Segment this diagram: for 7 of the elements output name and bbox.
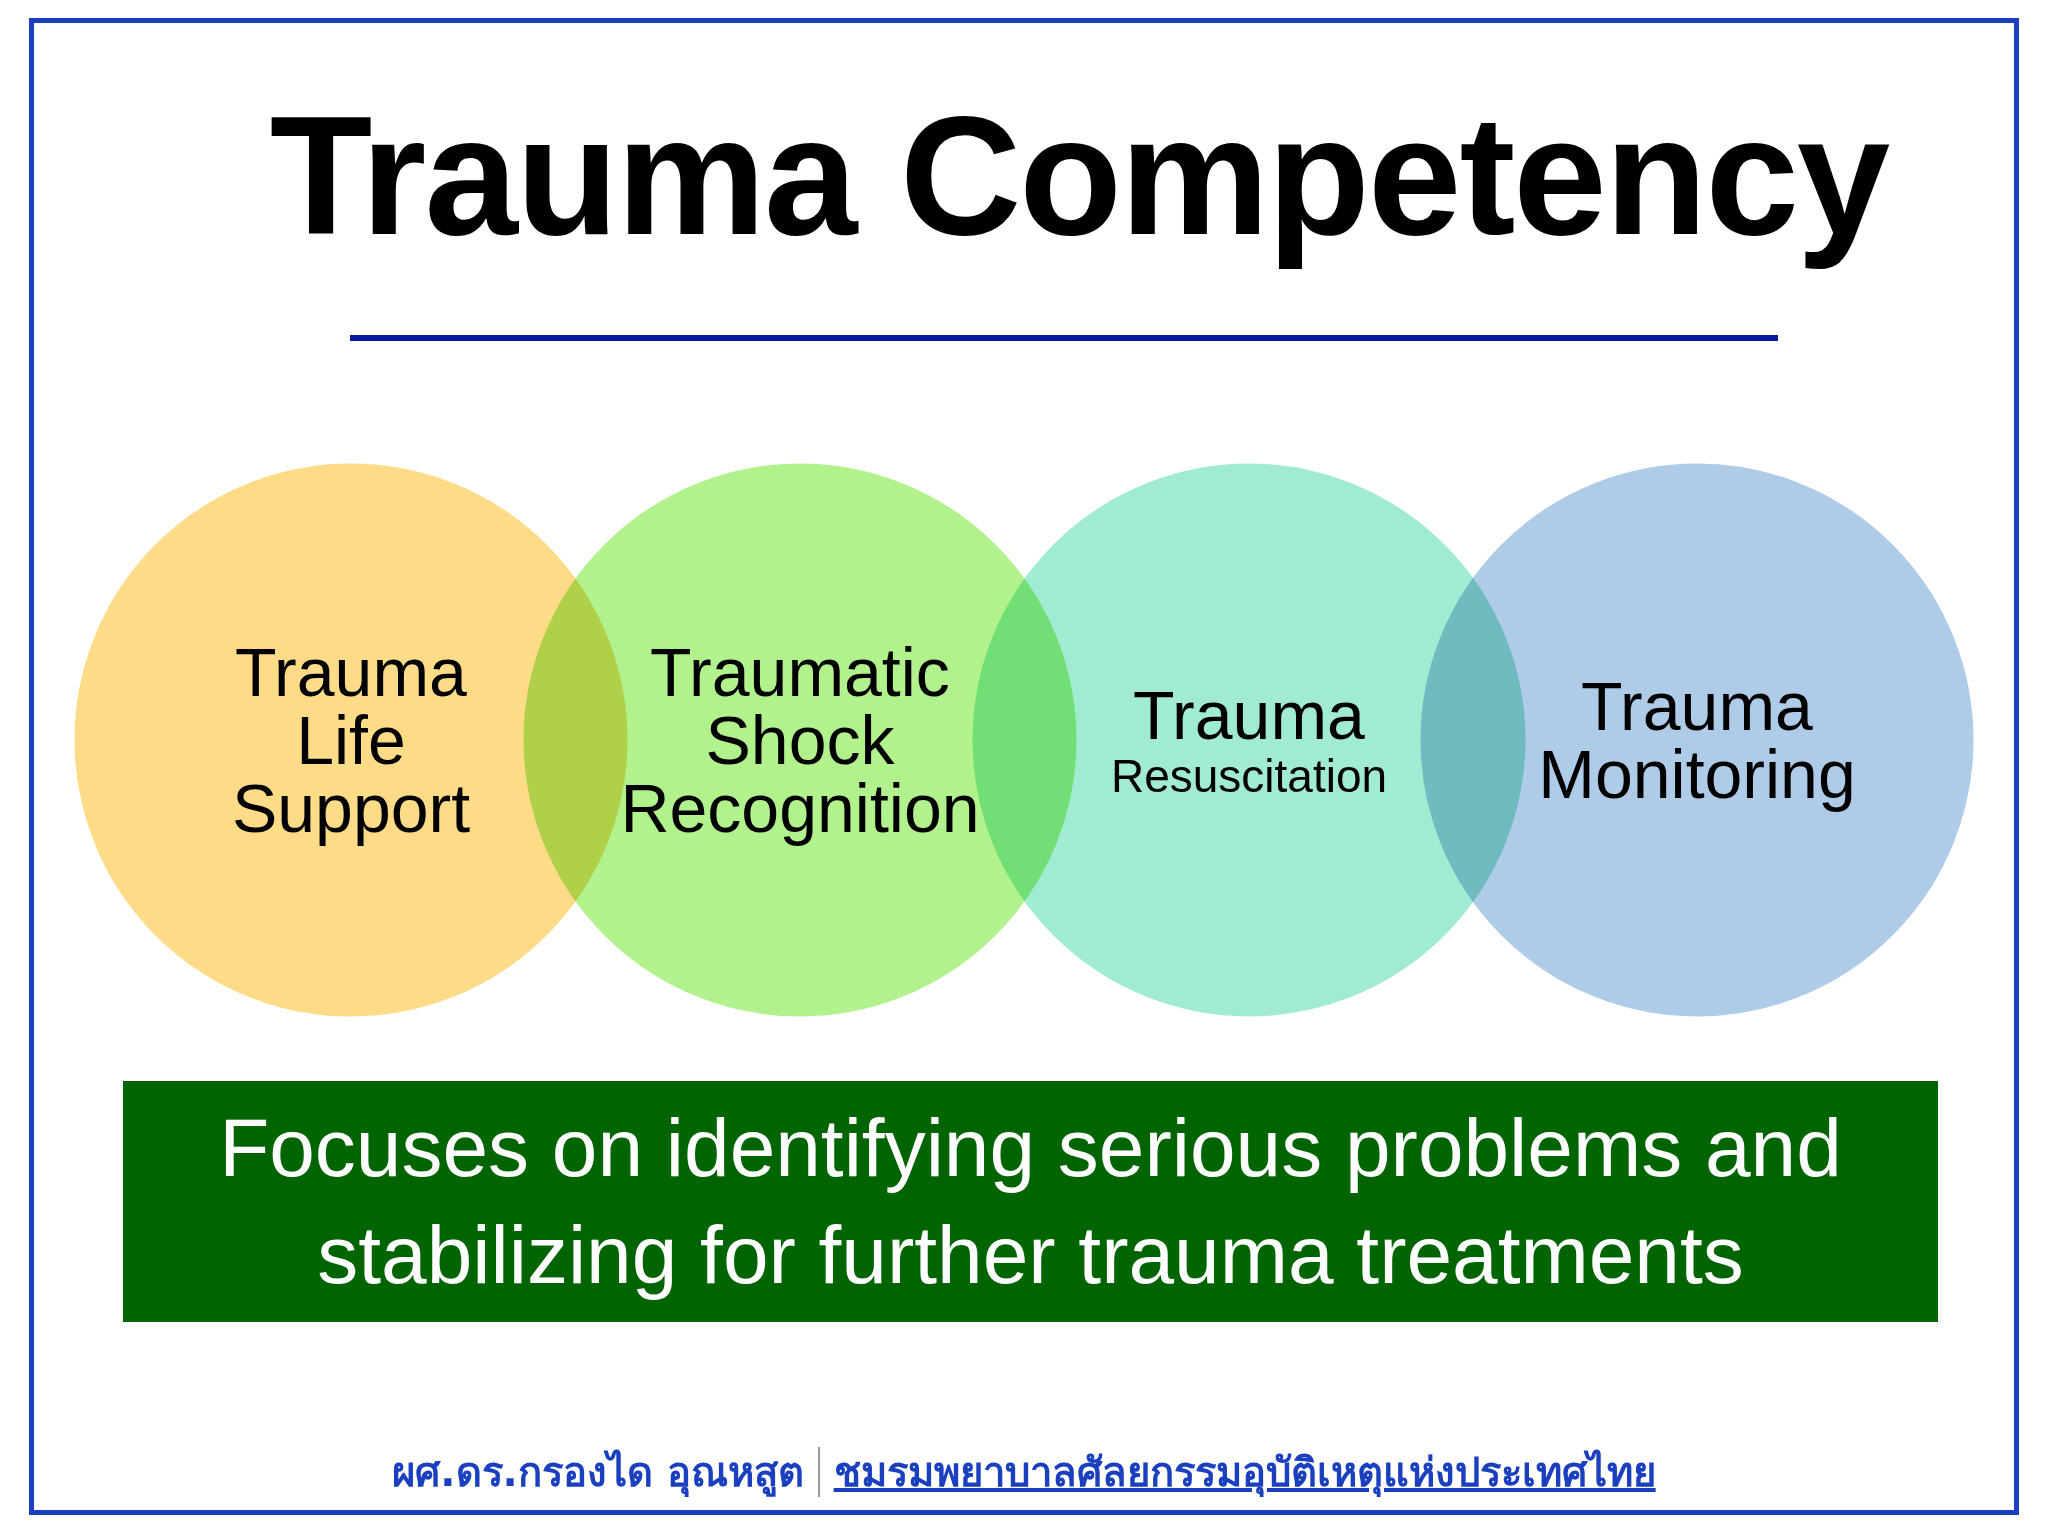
circle-label: Resuscitation (1110, 753, 1388, 799)
author-name: ผศ.ดร.กรองได อุณหสูต (392, 1448, 804, 1499)
circle-label: Trauma (1133, 681, 1365, 749)
summary-banner: Focuses on identifying serious problems and stabilizing for further trauma treatments (123, 1081, 1938, 1322)
circle (1417, 460, 1977, 1020)
title: Trauma Competency (268, 81, 1890, 272)
link: ชมรมพยาบาลศัลยกรรมอุบัติเหตุแห่งประเทศไทย (833, 1448, 1656, 1499)
